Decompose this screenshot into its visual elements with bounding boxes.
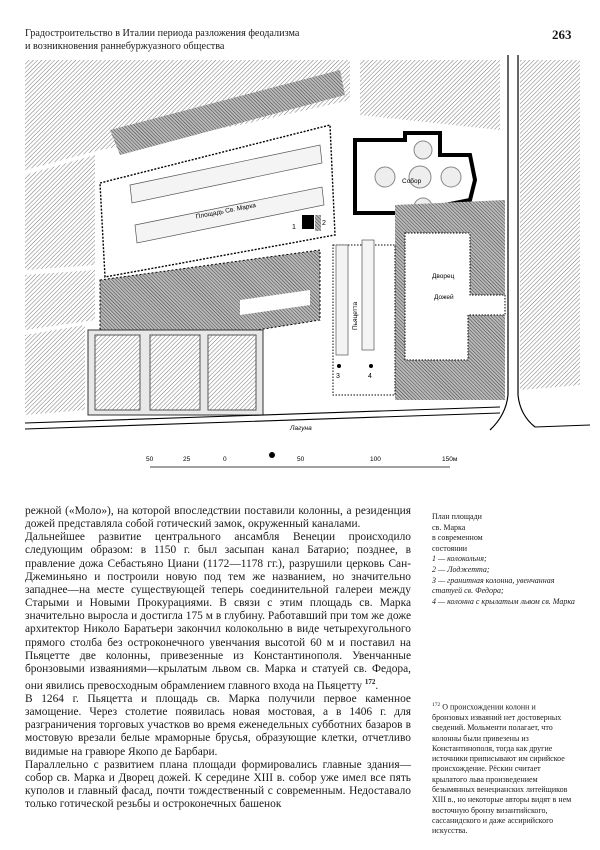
label-palace-2: Дожей (434, 293, 454, 301)
label-palace-1: Дворец (432, 273, 455, 280)
caption-item: 3 — гранитная колонна, увенчанная статуе… (432, 575, 555, 596)
paragraph: Параллельно с развитием плана площади фо… (25, 758, 411, 811)
caption-line: в современном (432, 533, 483, 543)
campanile (302, 215, 314, 229)
paragraph: Дальнейшее развитие центрального ансамбл… (25, 531, 411, 692)
loggetta (315, 215, 321, 231)
label-4: 4 (368, 373, 372, 380)
embankment (24, 406, 591, 430)
label-piazzetta: Пьяцетта (352, 301, 359, 330)
label-3: 3 (336, 373, 340, 380)
label-1: 1 (292, 224, 296, 231)
north-arrow-icon (269, 452, 275, 458)
label-2: 2 (322, 220, 326, 227)
caption-item: 4 — колонна с крылатым львом св. Марка (432, 596, 575, 606)
scale-tick: 50 (146, 456, 154, 463)
caption-line: св. Марка (432, 522, 466, 532)
caption-item: 2 — Лоджетта; (432, 564, 490, 574)
paragraph: В 1264 г. Пьяцетта и площадь св. Марка п… (25, 692, 411, 758)
footnote-ref[interactable]: 172 (364, 678, 376, 687)
scale-tick: 150м (442, 456, 458, 463)
page-number: 263 (552, 27, 572, 42)
piazzetta: Пьяцетта (332, 239, 396, 396)
paragraph: режной («Моло»), на которой впоследствии… (25, 505, 411, 531)
gardens (87, 329, 264, 416)
running-title-line1: Градостроительство в Италии периода разл… (25, 28, 300, 39)
caption-line: План площади (432, 512, 482, 521)
figure-caption: План площади св. Марка в современном сос… (432, 512, 582, 607)
canal (489, 55, 536, 431)
site-plan-map: Площадь Св. Марка 1 2 Собор Дворец Дожей… (24, 55, 591, 468)
label-cathedral: Собор (402, 177, 422, 185)
caption-line: состоянии (432, 543, 468, 553)
footnote-text: О происхождении колонн и бронзовых извая… (432, 702, 572, 836)
running-head: Градостроительство в Италии периода разл… (25, 27, 299, 53)
piazza-san-marco: Площадь Св. Марка (99, 124, 336, 278)
running-title-line2: и возникновения раннебуржуазного обществ… (25, 41, 225, 52)
scale-tick: 100 (370, 456, 381, 463)
scale-tick: 0 (223, 456, 227, 463)
body-text: режной («Моло»), на которой впоследствии… (25, 505, 411, 811)
scale-tick: 50 (297, 456, 305, 463)
footnote: 172 О происхождении колонн и бронзовых и… (432, 700, 572, 837)
caption-item: 1 — колокольня; (432, 554, 487, 564)
scale-tick: 25 (183, 456, 191, 463)
footnote-number: 172 (432, 702, 441, 708)
scale-bar: 50 25 0 50 100 150м (146, 452, 458, 468)
doges-palace: Дворец Дожей (395, 200, 506, 400)
city-blocks (25, 60, 580, 415)
label-lagoon: Лагуна (289, 425, 312, 432)
